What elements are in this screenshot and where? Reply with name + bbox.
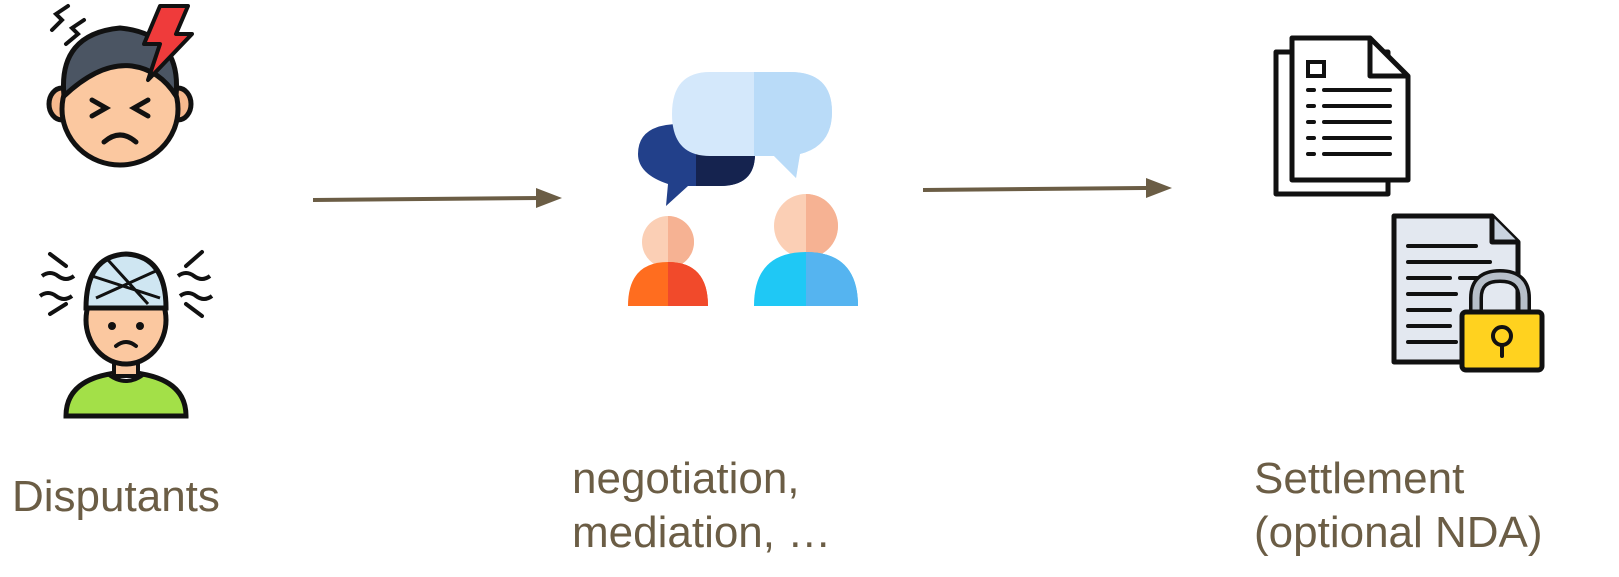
discussion-people-icon	[620, 66, 870, 316]
arrow-right-icon	[310, 180, 570, 220]
documents-icon	[1270, 34, 1420, 204]
locked-document-icon	[1390, 212, 1550, 377]
stressed-person-icon	[40, 4, 200, 174]
injured-person-icon	[36, 236, 216, 420]
arrow-right-icon	[920, 170, 1180, 210]
process-label: negotiation, mediation, …	[572, 454, 832, 557]
settlement-label: Settlement (optional NDA)	[1254, 454, 1543, 557]
disputants-label: Disputants	[12, 472, 220, 521]
